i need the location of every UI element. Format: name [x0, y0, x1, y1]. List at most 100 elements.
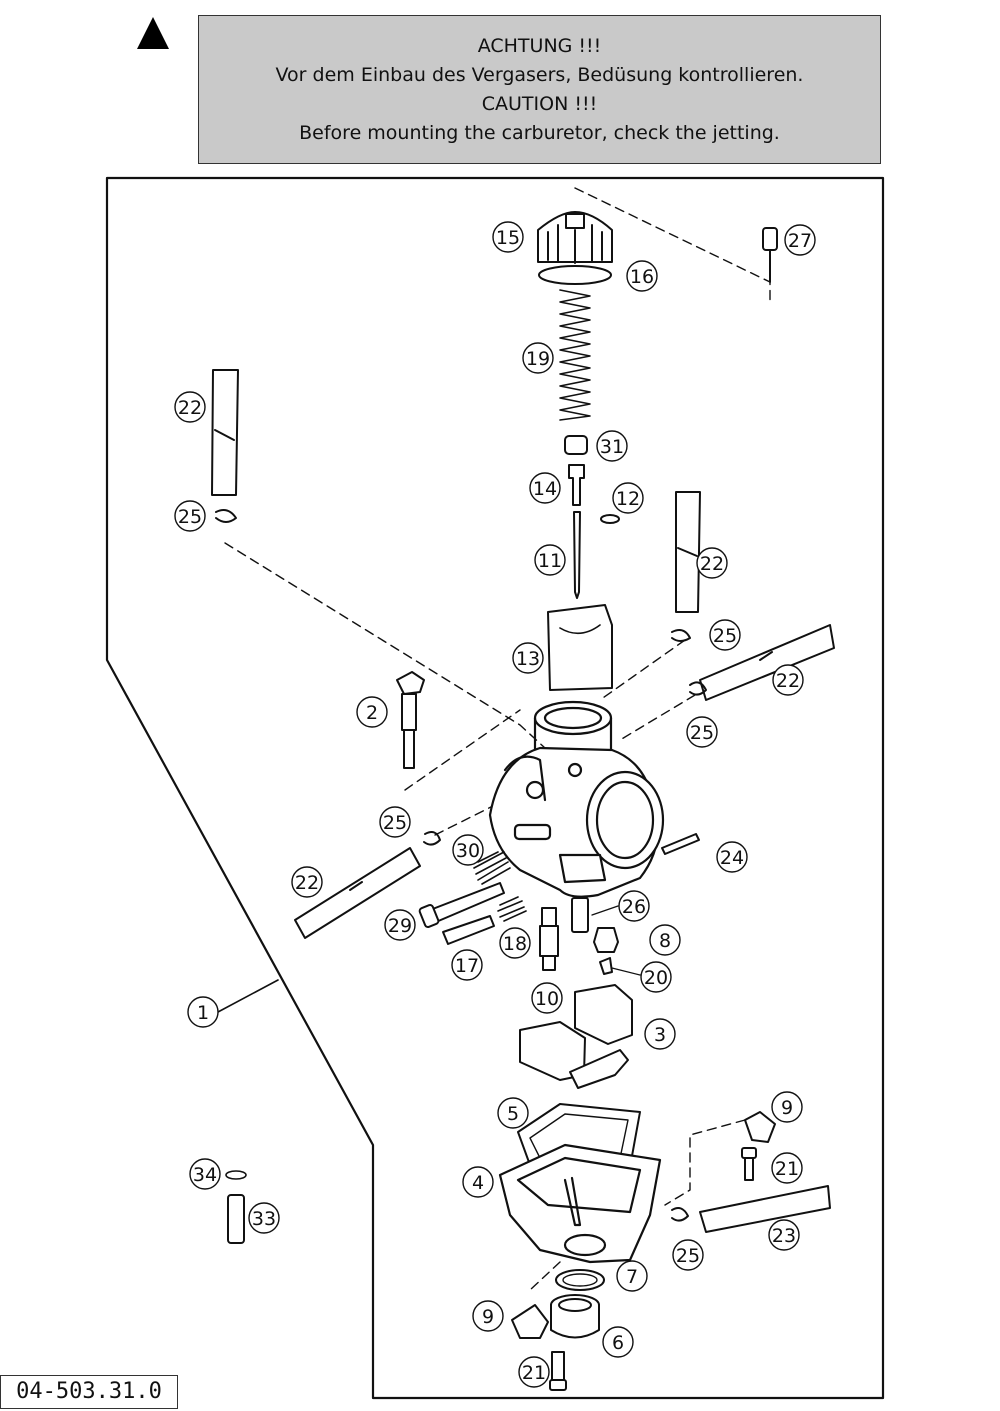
float-assembly — [519, 984, 633, 1089]
cover-plate-upper — [744, 1111, 776, 1143]
svg-text:6: 6 — [612, 1332, 624, 1354]
svg-text:15: 15 — [496, 227, 520, 249]
callout-34: 34 — [189, 1158, 221, 1190]
adjusting-screw — [429, 882, 505, 923]
caution-box: ACHTUNG !!! Vor dem Einbau des Vergasers… — [198, 15, 881, 164]
warning-triangle-icon — [137, 17, 169, 49]
drawing-code-label: 04-503.31.0 — [0, 1375, 178, 1409]
svg-text:2: 2 — [366, 702, 378, 724]
svg-text:22: 22 — [776, 670, 800, 692]
small-o-ring — [225, 1170, 247, 1180]
svg-text:25: 25 — [690, 722, 714, 744]
svg-text:31: 31 — [600, 436, 624, 458]
callout-2: 2 — [356, 696, 388, 728]
svg-text:22: 22 — [178, 397, 202, 419]
callout-22-right: 22 — [772, 664, 804, 696]
carburetor-top-cap — [537, 211, 613, 264]
svg-text:3: 3 — [654, 1024, 666, 1046]
cap-gasket — [538, 265, 612, 285]
float-bowl — [498, 1143, 662, 1264]
idle-air-screw — [762, 227, 778, 283]
svg-text:9: 9 — [781, 1097, 793, 1119]
svg-text:5: 5 — [507, 1103, 519, 1125]
svg-text:24: 24 — [720, 847, 744, 869]
hose-clip-3 — [689, 681, 707, 696]
svg-text:21: 21 — [522, 1362, 546, 1384]
callout-9-upper: 9 — [771, 1091, 803, 1123]
pilot-jet — [571, 897, 589, 933]
svg-text:10: 10 — [535, 988, 559, 1010]
cover-screw-lower — [549, 1351, 567, 1391]
callout-25-1: 25 — [174, 500, 206, 532]
throttle-valve-spring — [559, 289, 591, 421]
svg-text:25: 25 — [676, 1245, 700, 1267]
callout-25-4: 25 — [379, 806, 411, 838]
leader-line-1 — [217, 979, 279, 1013]
svg-text:1: 1 — [197, 1002, 209, 1024]
callout-15: 15 — [492, 221, 524, 253]
float-pin — [661, 833, 700, 855]
svg-text:30: 30 — [456, 840, 480, 862]
callout-14: 14 — [529, 472, 561, 504]
svg-text:20: 20 — [644, 967, 668, 989]
svg-text:26: 26 — [622, 896, 646, 918]
svg-text:22: 22 — [700, 553, 724, 575]
callout-31: 31 — [596, 430, 628, 462]
drain-plug — [550, 1294, 600, 1339]
callout-6: 6 — [602, 1326, 634, 1358]
svg-text:23: 23 — [772, 1225, 796, 1247]
caution-text-en: Before mounting the carburetor, check th… — [299, 121, 780, 144]
callout-33: 33 — [248, 1202, 280, 1234]
callout-10: 10 — [531, 982, 563, 1014]
caution-title-en: CAUTION !!! — [481, 92, 598, 115]
callout-5: 5 — [497, 1097, 529, 1129]
cover-plate-lower — [511, 1304, 549, 1339]
callout-7: 7 — [616, 1260, 648, 1292]
svg-text:34: 34 — [193, 1164, 217, 1186]
callout-26: 26 — [618, 890, 650, 922]
needle-clip-holder — [564, 435, 588, 455]
hose-clip-4 — [423, 831, 441, 846]
svg-text:29: 29 — [388, 915, 412, 937]
callout-18: 18 — [499, 927, 531, 959]
callout-11: 11 — [534, 544, 566, 576]
assembly-frame — [105, 176, 885, 1400]
callout-3: 3 — [644, 1018, 676, 1050]
svg-text:27: 27 — [788, 230, 812, 252]
hose-clip-2 — [671, 629, 691, 642]
callout-23: 23 — [768, 1219, 800, 1251]
caution-title-de: ACHTUNG !!! — [477, 34, 602, 57]
carburetor-body — [488, 700, 665, 898]
svg-text:25: 25 — [383, 812, 407, 834]
callout-21-upper: 21 — [771, 1152, 803, 1184]
callout-25-3: 25 — [686, 716, 718, 748]
pilot-air-screw — [442, 915, 495, 945]
throttle-slide — [547, 604, 613, 691]
needle-jet — [539, 907, 559, 971]
callout-29: 29 — [384, 909, 416, 941]
callout-21-lower: 21 — [518, 1356, 550, 1388]
callout-1: 1 — [187, 996, 219, 1028]
callout-4: 4 — [462, 1166, 494, 1198]
vent-hose-left-top — [211, 369, 239, 496]
overflow-hose — [699, 1185, 831, 1233]
svg-text:9: 9 — [482, 1306, 494, 1328]
callout-20: 20 — [640, 961, 672, 993]
svg-text:21: 21 — [775, 1158, 799, 1180]
svg-text:13: 13 — [516, 648, 540, 670]
callout-17: 17 — [451, 949, 483, 981]
svg-text:22: 22 — [295, 872, 319, 894]
callout-9-lower: 9 — [472, 1300, 504, 1332]
svg-text:19: 19 — [526, 348, 550, 370]
drain-plug-o-ring — [555, 1269, 605, 1291]
svg-text:17: 17 — [455, 955, 479, 977]
callout-25-5: 25 — [672, 1239, 704, 1271]
svg-text:11: 11 — [538, 550, 562, 572]
leader-line-20 — [611, 967, 641, 976]
svg-text:12: 12 — [616, 488, 640, 510]
callout-30: 30 — [452, 834, 484, 866]
callout-12: 12 — [612, 482, 644, 514]
jet-clip — [599, 957, 613, 975]
callout-22-left-bottom: 22 — [291, 866, 323, 898]
